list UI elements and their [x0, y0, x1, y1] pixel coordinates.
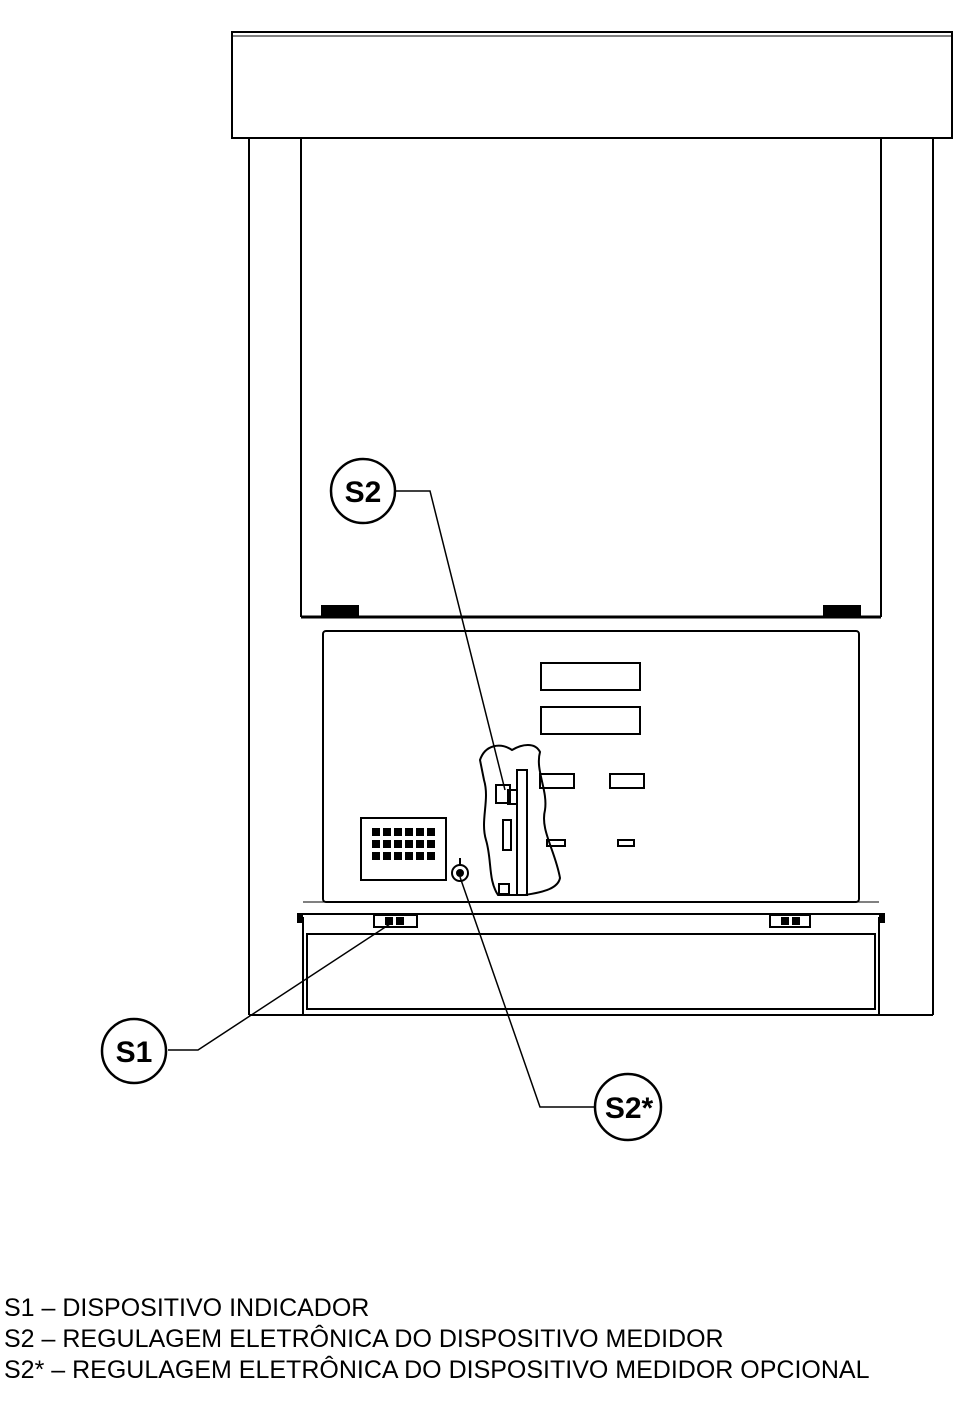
display-middle	[540, 706, 641, 735]
callout-label-s2: S2	[345, 476, 382, 509]
indicator-small-left	[546, 839, 566, 847]
callout-circle-s2-optional	[593, 1072, 663, 1142]
leader-line-s2	[396, 490, 506, 791]
keypad	[360, 817, 447, 881]
legend-item-s2: S2 – REGULAGEM ELETRÔNICA DO DISPOSITIVO…	[4, 1325, 724, 1353]
display-small-left	[539, 773, 575, 789]
dispenser-body	[301, 615, 881, 915]
canopy	[231, 31, 953, 139]
top-cap-right	[823, 605, 861, 617]
legend-item-s1: S1 – DISPOSITIVO INDICADOR	[4, 1294, 370, 1322]
display-small-right	[609, 773, 645, 789]
legend-item-s2-optional: S2* – REGULAGEM ELETRÔNICA DO DISPOSITIV…	[4, 1356, 870, 1384]
leader-line-s1	[168, 923, 391, 1051]
top-cap-left	[321, 605, 359, 617]
legend: S1 – DISPOSITIVO INDICADOR S2 – REGULAGE…	[4, 1293, 869, 1386]
callout-label-s1: S1	[116, 1036, 153, 1069]
left-column	[248, 138, 304, 1015]
callout-label-s2-optional: S2*	[605, 1092, 654, 1125]
indicator-small-right	[617, 839, 635, 847]
callout-circle-s2	[329, 457, 397, 525]
optional-adjuster-dial	[451, 858, 469, 882]
callout-circle-s1	[100, 1017, 168, 1085]
dispenser-technical-drawing: S2 S1 S2*	[100, 31, 953, 1142]
display-top	[540, 662, 641, 691]
right-column	[878, 138, 934, 1015]
leader-line-s2-optional	[459, 876, 595, 1108]
lower-drawer	[297, 913, 885, 1010]
cutaway-board	[478, 744, 562, 896]
